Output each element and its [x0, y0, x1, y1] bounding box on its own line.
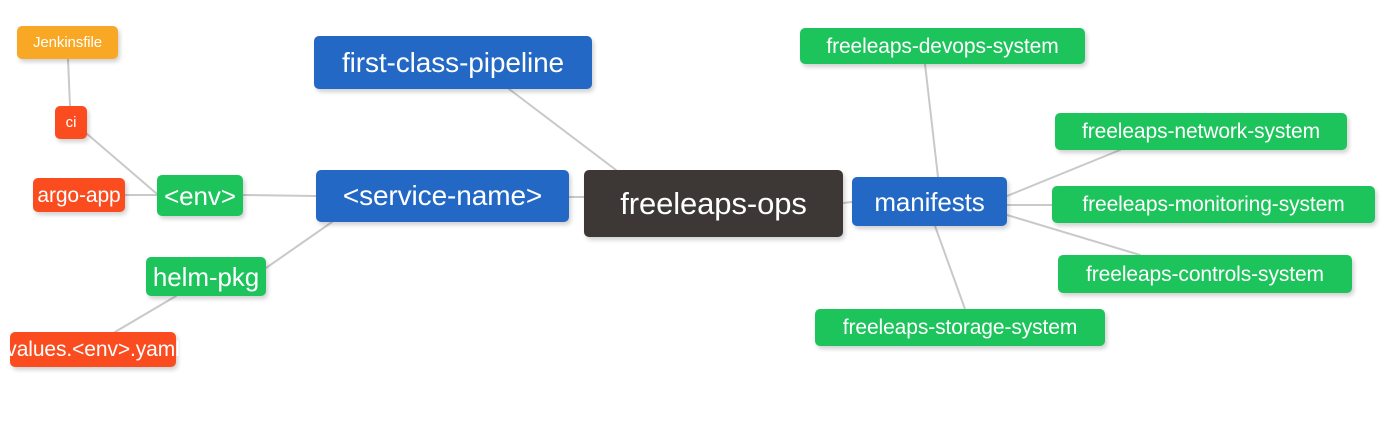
node-label-jenkinsfile: Jenkinsfile: [33, 34, 102, 51]
node-manifests[interactable]: manifests: [852, 177, 1007, 226]
node-label-helm-pkg: helm-pkg: [152, 261, 260, 292]
node-helm-pkg[interactable]: helm-pkg: [146, 257, 266, 296]
node-label-first-class-pipeline: first-class-pipeline: [341, 46, 565, 78]
edge-manifests-to-freeleaps-devops-system: [924, 63, 939, 178]
node-freeleaps-storage-system[interactable]: freeleaps-storage-system: [815, 309, 1105, 346]
node-freeleaps-devops-system[interactable]: freeleaps-devops-system: [800, 28, 1085, 64]
node-ci[interactable]: ci: [55, 106, 87, 139]
edge-service-name-to-helm-pkg: [265, 221, 333, 269]
node-argo-app[interactable]: argo-app: [33, 178, 125, 212]
node-label-env: <env>: [164, 180, 236, 211]
edge-manifests-to-freeleaps-storage-system: [934, 225, 966, 310]
node-first-class-pipeline[interactable]: first-class-pipeline: [314, 36, 592, 89]
edge-jenkinsfile-to-ci: [67, 58, 71, 107]
edge-first-class-pipeline-to-freeleaps-ops: [508, 88, 617, 171]
node-freeleaps-controls-system[interactable]: freeleaps-controls-system: [1058, 255, 1352, 293]
node-label-argo-app: argo-app: [37, 183, 121, 207]
node-label-freeleaps-controls-system: freeleaps-controls-system: [1086, 262, 1324, 286]
node-values-yaml[interactable]: values.<env>.yaml: [6, 332, 180, 367]
edge-helm-pkg-to-values-yaml: [114, 295, 177, 333]
edge-freeleaps-ops-to-manifests: [842, 201, 853, 204]
node-jenkinsfile[interactable]: Jenkinsfile: [17, 26, 118, 59]
node-label-ci: ci: [65, 114, 77, 131]
node-label-values-yaml: values.<env>.yaml: [6, 338, 180, 361]
node-label-freeleaps-storage-system: freeleaps-storage-system: [842, 316, 1078, 339]
node-env[interactable]: <env>: [157, 175, 243, 216]
node-freeleaps-ops[interactable]: freeleaps-ops: [584, 170, 843, 237]
node-freeleaps-monitoring-system[interactable]: freeleaps-monitoring-system: [1052, 186, 1375, 223]
node-label-manifests: manifests: [874, 186, 985, 217]
node-label-freeleaps-devops-system: freeleaps-devops-system: [826, 34, 1059, 58]
node-service-name[interactable]: <service-name>: [316, 170, 569, 222]
edge-env-to-service-name: [242, 194, 317, 197]
node-label-freeleaps-network-system: freeleaps-network-system: [1081, 120, 1320, 143]
node-label-freeleaps-monitoring-system: freeleaps-monitoring-system: [1082, 193, 1345, 216]
node-label-freeleaps-ops: freeleaps-ops: [620, 186, 807, 221]
node-freeleaps-network-system[interactable]: freeleaps-network-system: [1055, 113, 1347, 150]
node-label-service-name: <service-name>: [342, 180, 543, 211]
